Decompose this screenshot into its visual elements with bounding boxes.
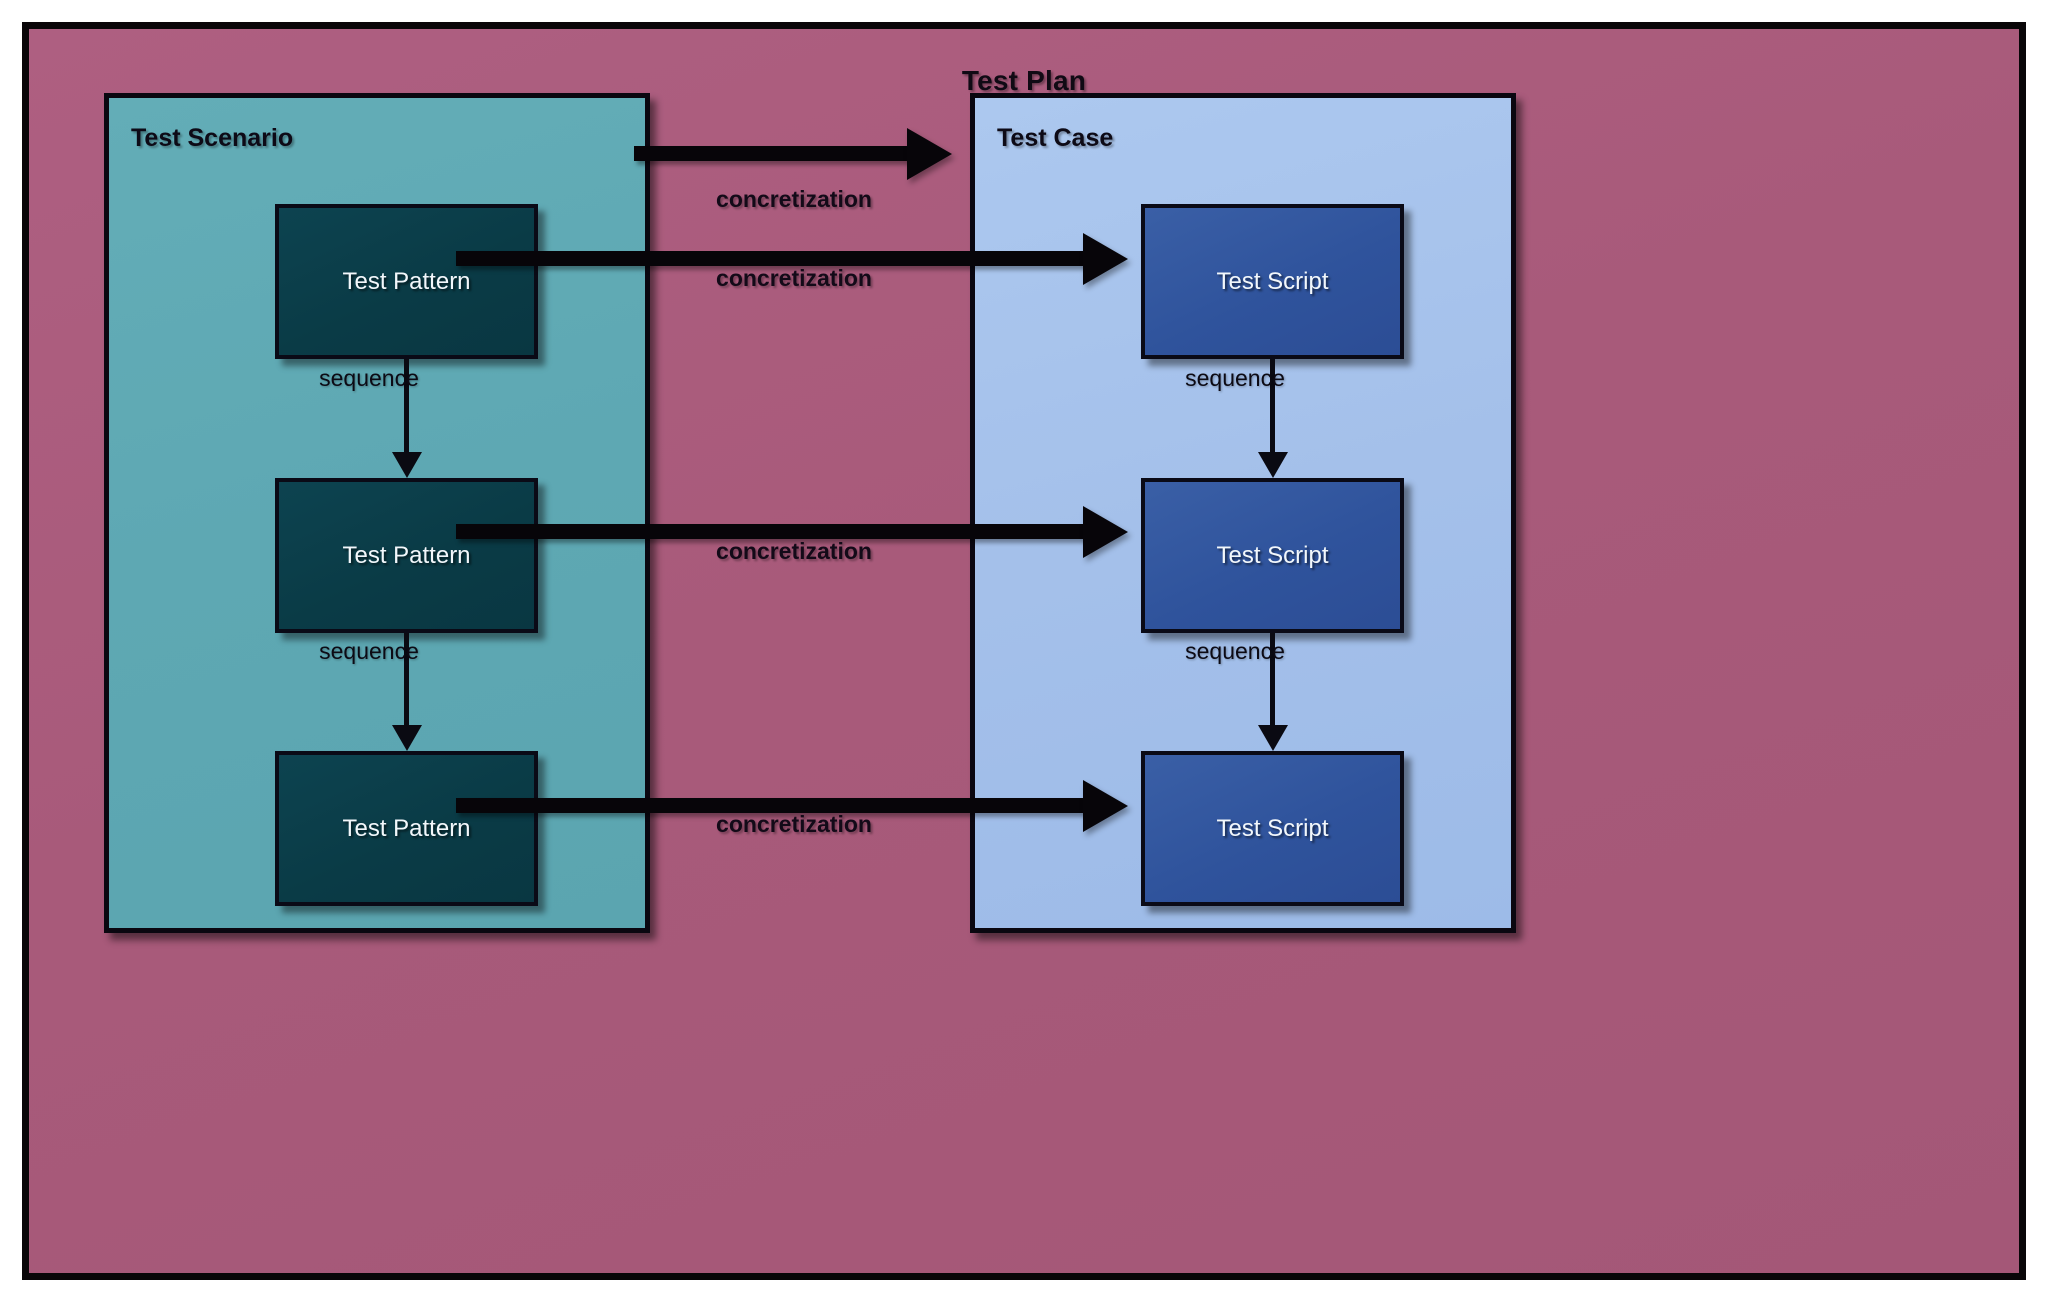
arrow-head-down-icon <box>1257 725 1288 751</box>
arrow-head-down-icon <box>391 725 422 751</box>
edge-label-concretization-3: concretization <box>716 811 872 837</box>
arrow-shaft <box>456 251 1098 266</box>
arrow-shaft <box>456 798 1098 813</box>
arrow-head-down-icon <box>1257 452 1288 478</box>
node-test-script-3[interactable]: Test Script <box>1141 751 1404 906</box>
arrow-head-right-icon <box>907 127 952 180</box>
arrow-shaft <box>404 633 409 732</box>
sequence-arrow-scenario-1 <box>391 359 422 478</box>
node-label: Test Pattern <box>342 267 471 295</box>
arrow-shaft <box>404 359 409 459</box>
edge-label-concretization-2: concretization <box>716 538 872 564</box>
lane-title-test-case: Test Case <box>997 124 1114 152</box>
arrow-shaft <box>634 146 922 161</box>
node-label: Test Pattern <box>342 541 471 569</box>
edge-label-concretization-lane: concretization <box>716 186 872 212</box>
arrow-head-right-icon <box>1083 232 1128 285</box>
node-label: Test Script <box>1216 541 1329 569</box>
arrow-head-right-icon <box>1083 779 1128 832</box>
node-test-pattern-2[interactable]: Test Pattern <box>275 478 538 633</box>
sequence-arrow-case-2 <box>1257 633 1288 751</box>
arrow-shaft <box>456 524 1098 539</box>
arrow-head-down-icon <box>391 452 422 478</box>
lane-title-test-scenario: Test Scenario <box>131 124 294 152</box>
edge-label-sequence-scenario-1: sequence <box>319 365 419 391</box>
node-test-pattern-1[interactable]: Test Pattern <box>275 204 538 359</box>
lane-test-scenario: Test Scenario Test Pattern Test Pattern <box>104 93 650 933</box>
sequence-arrow-scenario-2 <box>391 633 422 751</box>
edge-label-sequence-scenario-2: sequence <box>319 638 419 664</box>
arrow-shaft <box>1270 359 1275 459</box>
node-label: Test Pattern <box>342 814 471 842</box>
node-label: Test Script <box>1216 267 1329 295</box>
edge-label-sequence-case-1: sequence <box>1185 365 1285 391</box>
node-label: Test Script <box>1216 814 1329 842</box>
node-test-pattern-3[interactable]: Test Pattern <box>275 751 538 906</box>
sequence-arrow-case-1 <box>1257 359 1288 478</box>
concretization-arrow-2 <box>456 505 1128 558</box>
concretization-arrow-lane <box>634 127 952 180</box>
test-plan-frame: Test Plan Test Scenario Test Pattern Tes… <box>22 22 2026 1280</box>
lane-test-case: Test Case Test Script Test Script Tes <box>970 93 1516 933</box>
edge-label-concretization-1: concretization <box>716 265 872 291</box>
node-test-script-1[interactable]: Test Script <box>1141 204 1404 359</box>
node-test-script-2[interactable]: Test Script <box>1141 478 1404 633</box>
concretization-arrow-3 <box>456 779 1128 832</box>
arrow-shaft <box>1270 633 1275 732</box>
arrow-head-right-icon <box>1083 505 1128 558</box>
concretization-arrow-1 <box>456 232 1128 285</box>
page-title: Test Plan <box>961 65 1087 96</box>
edge-label-sequence-case-2: sequence <box>1185 638 1285 664</box>
